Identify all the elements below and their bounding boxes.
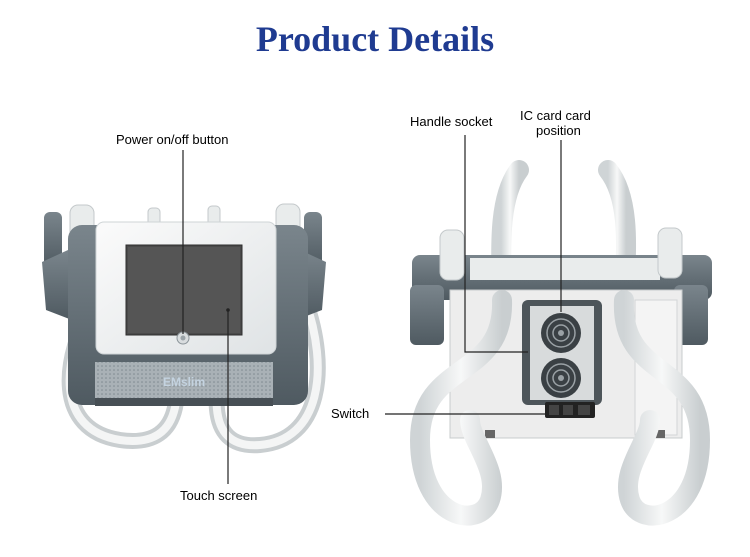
side-holder-left [410, 285, 444, 345]
label-ic-card-line2: position [536, 123, 581, 138]
front-view-machine: EMslim [42, 150, 326, 484]
holder-left [44, 212, 62, 268]
page-title: Product Details [255, 19, 495, 59]
label-power-button: Power on/off button [116, 132, 229, 147]
label-switch: Switch [331, 406, 370, 421]
leader-handle-socket [464, 135, 528, 353]
label-touch-screen: Touch screen [180, 488, 258, 503]
brand-logo: EMslim [163, 375, 205, 389]
rear-view-machine [385, 135, 712, 526]
label-ic-card-line1: IC card card [520, 108, 591, 123]
tube-right-loop [613, 290, 711, 526]
speaker-grill [95, 362, 273, 398]
tube-left-loop [409, 290, 513, 526]
label-handle-socket: Handle socket [410, 114, 493, 129]
